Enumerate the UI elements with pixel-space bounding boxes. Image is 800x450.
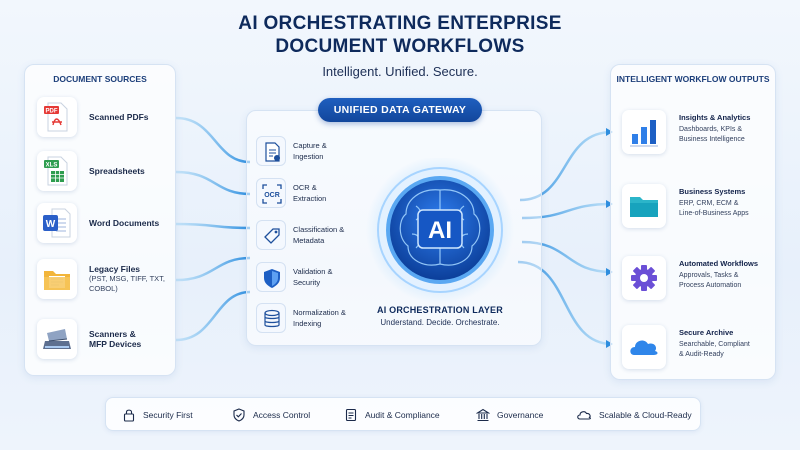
step-normalization-indexing[interactable]: Normalization &Indexing bbox=[256, 301, 352, 337]
pdf-icon: PDF bbox=[37, 97, 77, 137]
svg-text:PDF: PDF bbox=[46, 109, 58, 115]
folder-icon bbox=[622, 184, 666, 228]
output-item-insights[interactable]: Insights & Analytics Dashboards, KPIs &B… bbox=[622, 110, 772, 160]
output-item-business-systems[interactable]: Business Systems ERP, CRM, ECM &Line-of-… bbox=[622, 184, 772, 234]
step-ocr-extraction[interactable]: OCR OCR &Extraction bbox=[256, 176, 352, 212]
cloud-icon bbox=[577, 411, 591, 420]
ocr-icon: OCR bbox=[256, 178, 286, 208]
scanner-icon bbox=[37, 319, 77, 359]
footer-item-scalable[interactable]: Scalable & Cloud-Ready bbox=[576, 398, 692, 432]
footer-features-bar: Security First Access Control Audit & Co… bbox=[105, 397, 701, 431]
footer-item-security[interactable]: Security First bbox=[122, 398, 193, 432]
page-subtitle: Intelligent. Unified. Secure. bbox=[322, 64, 478, 79]
source-item-spreadsheet[interactable]: XLS Spreadsheets bbox=[37, 151, 177, 197]
checklist-icon bbox=[345, 408, 357, 422]
svg-text:XLS: XLS bbox=[46, 163, 58, 169]
page-title: AI ORCHESTRATING ENTERPRISE DOCUMENT WOR… bbox=[238, 13, 562, 57]
source-label-legacy: Legacy Files (PST, MSG, TIFF, TXT, COBOL… bbox=[89, 264, 165, 293]
step-classification-metadata[interactable]: Classification &Metadata bbox=[256, 218, 352, 254]
document-sources-title: DOCUMENT SOURCES bbox=[53, 74, 147, 84]
unified-data-gateway-title: UNIFIED DATA GATEWAY bbox=[318, 98, 482, 122]
orchestration-layer-subtitle: Understand. Decide. Orchestrate. bbox=[380, 318, 500, 327]
cloud-icon bbox=[622, 325, 666, 369]
source-item-scanner[interactable]: Scanners & MFP Devices bbox=[37, 319, 177, 365]
orchestration-layer-title: AI ORCHESTRATION LAYER bbox=[377, 305, 503, 315]
arrow-head-insights bbox=[606, 128, 613, 136]
arrow-head-archive bbox=[606, 340, 613, 348]
source-item-legacy[interactable]: Legacy Files (PST, MSG, TIFF, TXT, COBOL… bbox=[37, 259, 177, 305]
flow-line-word bbox=[175, 222, 251, 230]
output-item-automated-workflows[interactable]: Automated Workflows Approvals, Tasks &Pr… bbox=[622, 256, 772, 306]
document-capture-icon bbox=[256, 136, 286, 166]
spreadsheet-icon: XLS bbox=[37, 151, 77, 191]
flow-line-pdf bbox=[175, 116, 251, 164]
bank-icon bbox=[476, 408, 490, 422]
flow-line-legacy bbox=[175, 256, 251, 282]
output-text-business-systems: Business Systems ERP, CRM, ECM &Line-of-… bbox=[679, 187, 749, 217]
flow-line-spreadsheet bbox=[175, 170, 251, 196]
output-text-automated-workflows: Automated Workflows Approvals, Tasks &Pr… bbox=[679, 259, 759, 289]
workflow-outputs-title: INTELLIGENT WORKFLOW OUTPUTS bbox=[616, 74, 770, 84]
document-sources-panel: DOCUMENT SOURCES PDF Scanned PDFs XLS Sp… bbox=[24, 64, 176, 376]
source-label-scanner: Scanners & MFP Devices bbox=[89, 329, 142, 349]
database-icon bbox=[256, 303, 286, 333]
footer-item-audit-compliance[interactable]: Audit & Compliance bbox=[344, 398, 440, 432]
folder-icon bbox=[37, 259, 77, 299]
bar-chart-icon bbox=[622, 110, 666, 154]
footer-item-governance[interactable]: Governance bbox=[476, 398, 543, 432]
ai-orchestration-core: AI bbox=[366, 158, 514, 304]
gear-icon bbox=[622, 256, 666, 300]
source-label-word: Word Documents bbox=[89, 218, 160, 228]
step-label-ocr: OCR &Extraction bbox=[293, 183, 327, 203]
ai-badge: AI bbox=[428, 217, 452, 244]
tag-icon bbox=[256, 220, 286, 250]
step-label-classification: Classification &Metadata bbox=[293, 225, 345, 245]
shield-icon bbox=[256, 262, 286, 292]
source-label-spreadsheet: Spreadsheets bbox=[89, 166, 145, 176]
svg-text:OCR: OCR bbox=[264, 192, 280, 199]
output-item-secure-archive[interactable]: Secure Archive Searchable, Compliant& Au… bbox=[622, 325, 772, 375]
flow-line-scanner bbox=[175, 290, 251, 342]
source-item-word[interactable]: W Word Documents bbox=[37, 203, 177, 249]
step-validation-security[interactable]: Validation &Security bbox=[256, 260, 352, 296]
svg-text:W: W bbox=[46, 219, 56, 230]
output-text-insights: Insights & Analytics Dashboards, KPIs &B… bbox=[679, 113, 751, 143]
ai-badge-box bbox=[417, 209, 463, 249]
step-label-normalization: Normalization &Indexing bbox=[293, 308, 346, 328]
source-item-pdf[interactable]: PDF Scanned PDFs bbox=[37, 97, 177, 143]
lock-icon bbox=[123, 409, 135, 422]
word-icon: W bbox=[37, 203, 77, 243]
source-label-pdf: Scanned PDFs bbox=[89, 112, 149, 122]
shield-check-icon bbox=[233, 408, 245, 422]
footer-item-access-control[interactable]: Access Control bbox=[232, 398, 310, 432]
step-label-validation: Validation &Security bbox=[293, 267, 333, 287]
output-text-secure-archive: Secure Archive Searchable, Compliant& Au… bbox=[679, 328, 750, 358]
arrow-head-systems bbox=[606, 200, 613, 208]
arrow-head-workflows bbox=[606, 268, 613, 276]
step-label-capture: Capture &Ingestion bbox=[293, 141, 327, 161]
step-capture-ingestion[interactable]: Capture &Ingestion bbox=[256, 134, 352, 170]
